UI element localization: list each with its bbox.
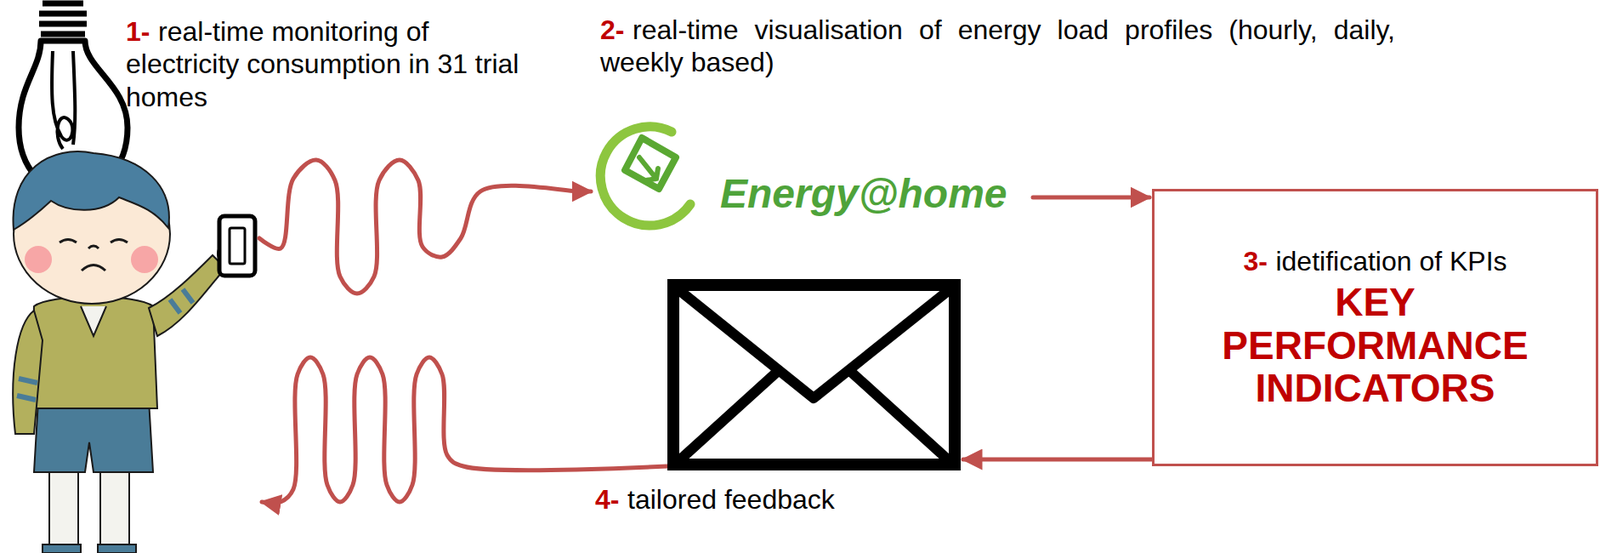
kpi-box: 3-idetification of KPIsKEY PERFORMANCE I… <box>1151 188 1599 466</box>
boy-figure <box>12 151 242 553</box>
step-text: real-time visualisation of energy load p… <box>600 14 1396 78</box>
step-text: tailored feedback <box>627 483 835 515</box>
flow-arrow <box>259 159 591 294</box>
step-number: 3- <box>1242 245 1267 277</box>
step-text: Energy@home <box>720 170 1008 216</box>
step-number: 1- <box>125 16 150 47</box>
logo-node: 2-real-time visualisation of energy load… <box>590 119 1033 234</box>
step-text: KEY PERFORMANCE INDICATORS <box>1221 279 1528 410</box>
step-number: 4- <box>595 483 619 515</box>
text-block: 1-real-time monitoring of electricity co… <box>125 15 543 114</box>
flow-arrow <box>1032 195 1150 200</box>
envelope-icon <box>667 278 961 471</box>
text-block: Energy@home <box>720 171 1008 217</box>
light-switch <box>219 215 256 276</box>
text-block: 2-real-time visualisation of energy load… <box>600 13 1396 80</box>
person-node: 1-real-time monitoring of electricity co… <box>0 136 260 553</box>
step-text: real-time monitoring of electricity cons… <box>125 16 519 113</box>
text-block: 3-idetification of KPIs <box>1235 244 1516 278</box>
text-block: 4-tailored feedback <box>595 482 835 516</box>
text-block: KEY PERFORMANCE INDICATORS <box>1205 280 1546 410</box>
logo-icon <box>600 126 691 226</box>
envelope-node: 4-tailored feedback <box>667 278 961 471</box>
step-text: idetification of KPIs <box>1275 245 1507 277</box>
flow-arrow <box>963 457 1152 462</box>
flow-arrow <box>261 357 668 503</box>
step-number: 2- <box>600 14 625 46</box>
